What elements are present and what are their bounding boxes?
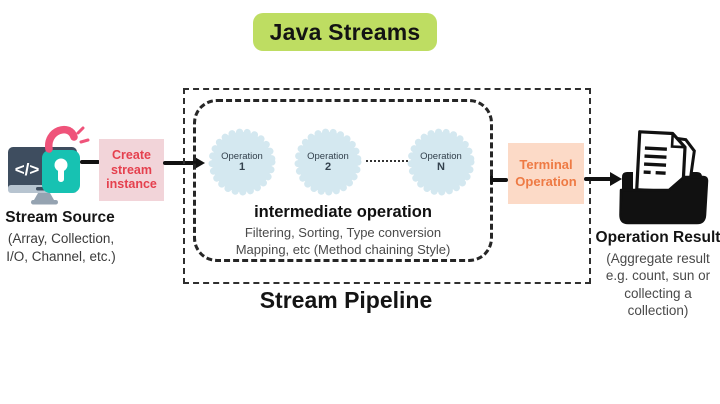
code-icon: </> xyxy=(15,160,40,179)
terminal-operation-box: Terminal Operation xyxy=(508,143,584,204)
operation-result-sublabel: (Aggregate result e.g. count, sun or col… xyxy=(605,251,711,318)
terminal-operation-label: Terminal Operation xyxy=(515,157,577,189)
scalloped-circle-icon xyxy=(407,128,475,196)
intermediate-operation-title: intermediate operation xyxy=(254,203,432,221)
stream-pipeline-box xyxy=(183,88,591,284)
stream-source-sublabel: (Array, Collection, I/O, Channel, etc.) xyxy=(6,231,116,265)
stream-source-icon: </> xyxy=(8,125,90,205)
operation-1-name: Operation xyxy=(221,151,263,162)
create-stream-instance-box: Create stream instance xyxy=(99,139,164,201)
arrow-terminal-to-result xyxy=(584,172,622,186)
arrowhead-icon xyxy=(610,172,622,186)
operation-2-node: Operation 2 xyxy=(289,123,367,201)
arrow-create-to-pipeline xyxy=(163,156,205,170)
operation-result-label: Operation Result xyxy=(595,229,720,246)
stream-source-label: Stream Source xyxy=(5,209,115,226)
connector-op2-to-opn xyxy=(366,160,408,162)
operation-2-name: Operation xyxy=(307,151,349,162)
title-badge: Java Streams xyxy=(253,13,437,51)
operation-n-name: Operation xyxy=(420,151,462,162)
intermediate-operation-desc: Filtering, Sorting, Type conversion Mapp… xyxy=(235,225,451,258)
create-stream-instance-label: Create stream instance xyxy=(106,147,157,192)
operation-2-number: 2 xyxy=(324,161,332,173)
operation-n-node: Operation N xyxy=(402,123,480,201)
stream-pipeline-label: Stream Pipeline xyxy=(259,287,433,313)
arrowhead-icon xyxy=(193,156,205,170)
title-text: Java Streams xyxy=(269,18,421,45)
connector-pipeline-to-terminal xyxy=(489,174,508,185)
operation-result-icon xyxy=(619,130,709,225)
operation-1-node: Operation 1 xyxy=(203,123,281,201)
document-icon xyxy=(635,130,687,194)
scalloped-circle-icon xyxy=(208,128,276,196)
scalloped-circle-icon xyxy=(294,128,362,196)
lock-shackle-icon xyxy=(45,125,78,153)
connector-source-to-create xyxy=(80,160,100,164)
operation-1-number: 1 xyxy=(238,161,246,173)
operation-n-number: N xyxy=(437,161,445,173)
